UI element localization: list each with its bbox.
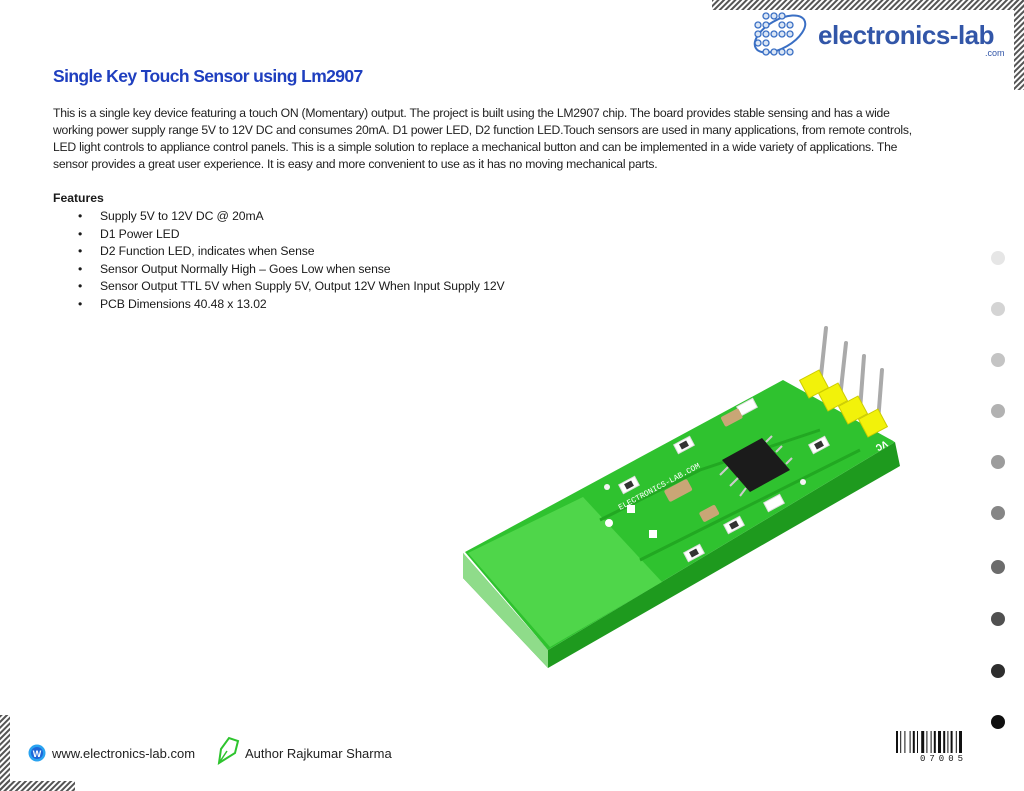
side-dot <box>991 715 1005 729</box>
barcode-bar <box>930 731 932 753</box>
barcode-bar <box>917 731 918 753</box>
feature-item: •Sensor Output Normally High – Goes Low … <box>78 262 391 276</box>
description-line: working power supply range 5V to 12V DC … <box>53 123 912 137</box>
svg-text:W: W <box>33 749 42 759</box>
barcode-bar <box>900 731 902 753</box>
barcode-bar <box>959 731 962 753</box>
side-dot <box>991 251 1005 265</box>
corner-hatch-bottom-left <box>0 715 75 791</box>
features-heading: Features <box>53 191 104 205</box>
side-dot <box>991 612 1005 626</box>
barcode-bar <box>904 731 906 753</box>
barcode-bar <box>950 731 953 753</box>
barcode-bar <box>896 731 898 753</box>
page-title: Single Key Touch Sensor using Lm2907 <box>53 66 363 86</box>
barcode-bar <box>943 731 946 753</box>
barcode-bar <box>912 731 915 753</box>
ic-chip <box>722 438 790 492</box>
touch-pad <box>468 497 662 647</box>
description-line: This is a single key device featuring a … <box>53 106 890 120</box>
pin-header <box>798 326 889 438</box>
pen-icon <box>217 736 240 765</box>
feature-item: •D2 Function LED, indicates when Sense <box>78 244 315 258</box>
barcode-bar <box>938 731 941 753</box>
barcode-bar <box>921 731 925 753</box>
feature-item: •Supply 5V to 12V DC @ 20mA <box>78 209 264 223</box>
logo-text: electronics-lab <box>818 20 995 50</box>
side-dot <box>991 560 1005 574</box>
side-dot <box>991 302 1005 316</box>
barcode <box>896 731 962 753</box>
website-icon: W <box>28 744 46 762</box>
side-dot <box>991 506 1005 520</box>
logo-suffix: .com <box>985 48 1005 58</box>
side-dot <box>991 455 1005 469</box>
side-dot <box>991 664 1005 678</box>
feature-item: •PCB Dimensions 40.48 x 13.02 <box>78 297 267 311</box>
barcode-number: 07005 <box>920 754 968 764</box>
side-dot <box>991 353 1005 367</box>
feature-item: •Sensor Output TTL 5V when Supply 5V, Ou… <box>78 279 505 293</box>
barcode-bar <box>933 731 936 753</box>
logo-icon <box>753 12 807 56</box>
author-name: Author Rajkumar Sharma <box>245 746 392 761</box>
barcode-bar <box>909 731 911 753</box>
barcode-bar <box>955 731 957 753</box>
side-dot <box>991 404 1005 418</box>
description-line: LED light controls to appliance control … <box>53 140 898 154</box>
barcode-bar <box>947 731 949 753</box>
barcode-bar <box>926 731 928 753</box>
feature-item: •D1 Power LED <box>78 227 180 241</box>
description-line: sensor provides a great user experience.… <box>53 157 658 171</box>
website-link[interactable]: www.electronics-lab.com <box>52 746 196 761</box>
corner-hatch-top-right <box>712 0 1024 90</box>
